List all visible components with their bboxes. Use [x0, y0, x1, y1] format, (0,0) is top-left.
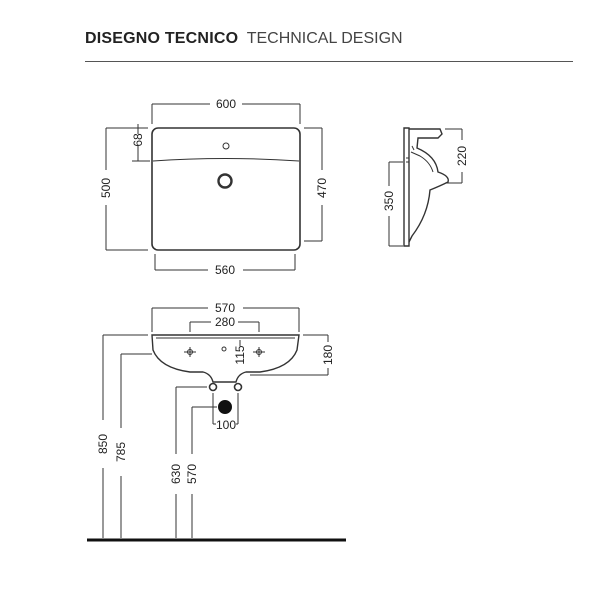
supply-right — [233, 382, 243, 392]
basin-outline — [151, 127, 301, 251]
dim-tap-offset: 68 — [131, 133, 145, 147]
waste-outlet — [218, 400, 232, 414]
dim-floor-to-waste: 570 — [185, 464, 199, 484]
dim-floor-to-bowl: 785 — [114, 442, 128, 462]
front-view — [87, 307, 346, 542]
supply-left — [208, 382, 218, 392]
tap-hole — [222, 142, 230, 150]
dim-floor-to-holes: 630 — [169, 464, 183, 484]
page-title: DISEGNO TECNICO TECHNICAL DESIGN — [85, 30, 403, 48]
basin-front-outline — [151, 334, 300, 383]
dim-top-width: 600 — [216, 97, 236, 111]
dim-top-depth: 500 — [99, 178, 113, 198]
side-view — [388, 127, 463, 247]
dim-side-rim: 220 — [455, 146, 469, 166]
title-divider — [85, 61, 573, 62]
dim-basin-height: 180 — [321, 345, 335, 365]
side-profile-outline — [403, 127, 410, 247]
dim-floor-to-rim: 850 — [96, 434, 110, 454]
dim-front-width: 570 — [215, 301, 235, 315]
title-italian: DISEGNO TECNICO — [85, 30, 239, 47]
dim-hole-spacing: 280 — [215, 315, 235, 329]
dim-side-height: 350 — [382, 191, 396, 211]
dim-hole-height: 115 — [233, 345, 247, 364]
title-english: TECHNICAL DESIGN — [246, 30, 403, 47]
top-view — [105, 103, 323, 271]
drain-hole — [217, 173, 233, 189]
dim-waste-spacing: 100 — [216, 418, 236, 432]
dim-inner-depth: 470 — [315, 178, 329, 198]
dim-inner-width: 560 — [215, 263, 235, 277]
basin-inner-edge — [152, 158, 300, 162]
